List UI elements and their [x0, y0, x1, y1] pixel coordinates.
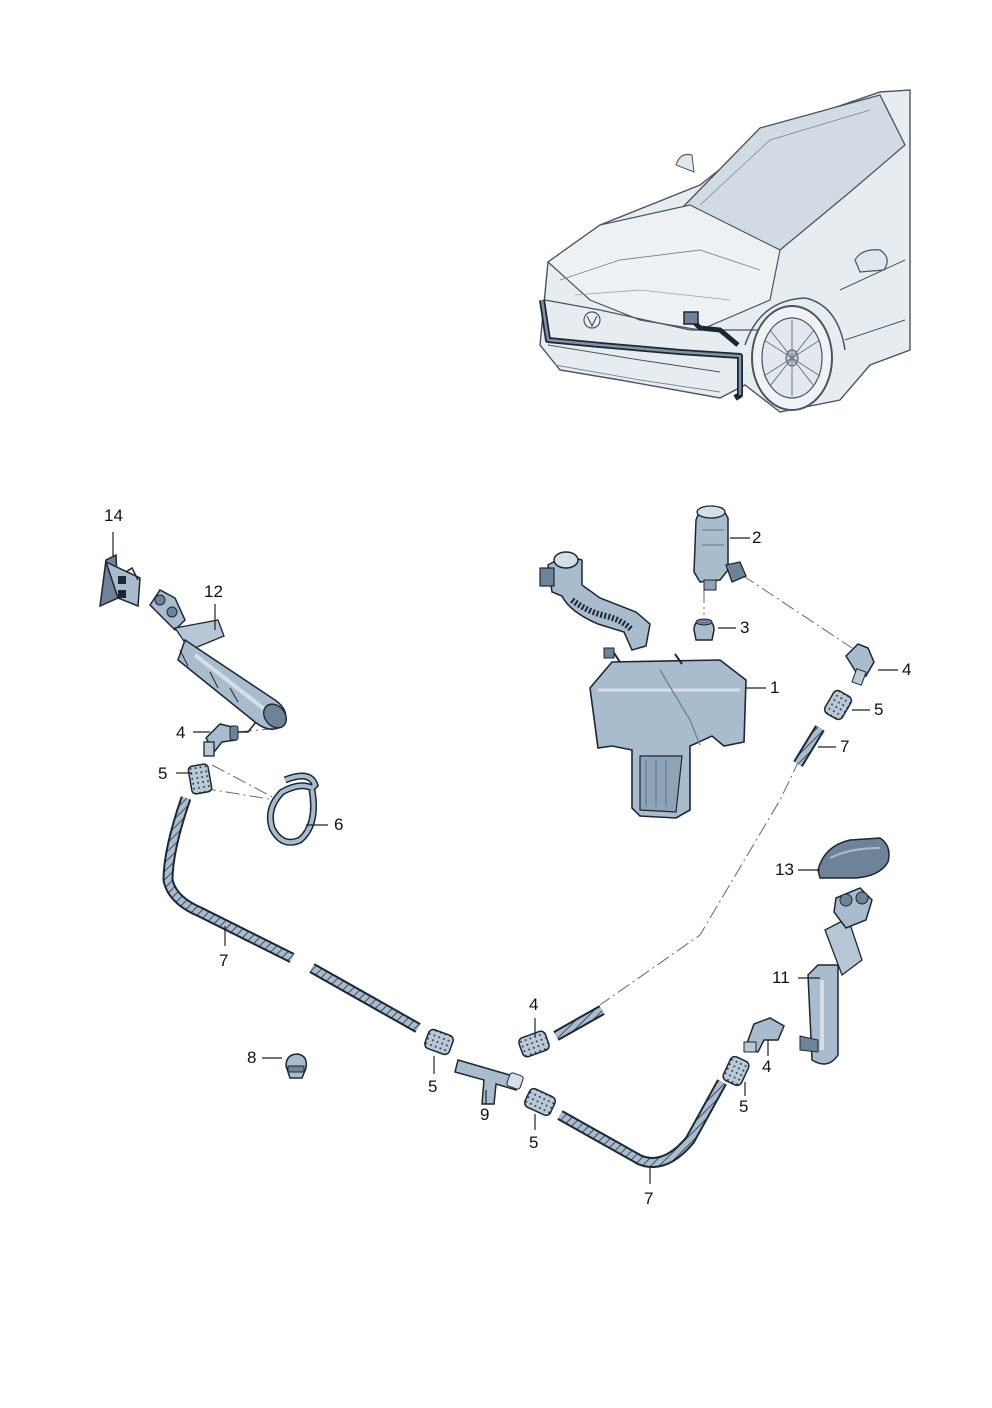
callout-5-right-lower: 5	[739, 1097, 749, 1116]
callout-4-left: 4	[176, 723, 186, 742]
callout-7-left: 7	[219, 951, 229, 970]
callout-6: 6	[334, 815, 344, 834]
callout-4-right-lower: 4	[762, 1057, 772, 1076]
part-5-hose-sleeve-center-lower	[523, 1087, 557, 1117]
part-2-washer-pump	[693, 505, 747, 591]
callout-2: 2	[752, 528, 762, 547]
callout-leader-lines	[112, 532, 898, 1184]
part-7-hose-right	[557, 1079, 727, 1168]
callout-12: 12	[204, 582, 223, 601]
part-4-elbow-connector-right-lower	[743, 1017, 785, 1054]
part-4-elbow-connector-upper-right	[845, 643, 875, 686]
part-13-washer-cover-cap	[817, 837, 890, 879]
callout-13: 13	[775, 860, 794, 879]
part-5-hose-sleeve-center-left	[424, 1028, 454, 1056]
callout-5-center-lower: 5	[529, 1133, 539, 1152]
part-7-hose-left	[162, 796, 421, 1033]
part-14-bracket	[99, 553, 141, 608]
callout-8: 8	[247, 1048, 257, 1067]
part-9-t-connector	[454, 1059, 524, 1105]
part-5-hose-sleeve-right-lower	[722, 1055, 750, 1087]
vehicle-overview-illustration	[539, 89, 911, 413]
callout-3: 3	[740, 618, 750, 637]
part-5-hose-sleeve-left-upper	[187, 763, 213, 795]
part-4-elbow-connector-left	[203, 723, 239, 757]
callout-14: 14	[104, 506, 123, 525]
callout-7-right: 7	[644, 1189, 654, 1208]
part-4-sleeve-center	[518, 1030, 550, 1058]
front-wheel-illustration	[744, 297, 846, 411]
callout-5-center-left: 5	[428, 1077, 438, 1096]
callout-1: 1	[770, 678, 780, 697]
callout-9: 9	[480, 1105, 490, 1124]
callout-4-center: 4	[529, 995, 539, 1014]
part-12-washer-jet-left	[149, 589, 288, 733]
part-6-cable-tie	[266, 772, 320, 846]
part-7-hose-upper-right	[793, 725, 825, 767]
part-5-hose-sleeve-upper-right	[823, 689, 853, 721]
part-1-washer-fluid-reservoir	[539, 551, 747, 819]
part-7-hose-center-short	[553, 1005, 605, 1041]
part-8-clip	[285, 1053, 308, 1079]
part-3-grommet	[693, 618, 715, 641]
callout-5-upper-right: 5	[874, 700, 884, 719]
callout-11: 11	[772, 968, 790, 987]
part-11-washer-jet-right	[799, 887, 873, 1065]
callout-7-upper-right: 7	[840, 737, 850, 756]
callout-5-left-upper: 5	[158, 764, 168, 783]
callout-4-upper-right: 4	[902, 660, 912, 679]
